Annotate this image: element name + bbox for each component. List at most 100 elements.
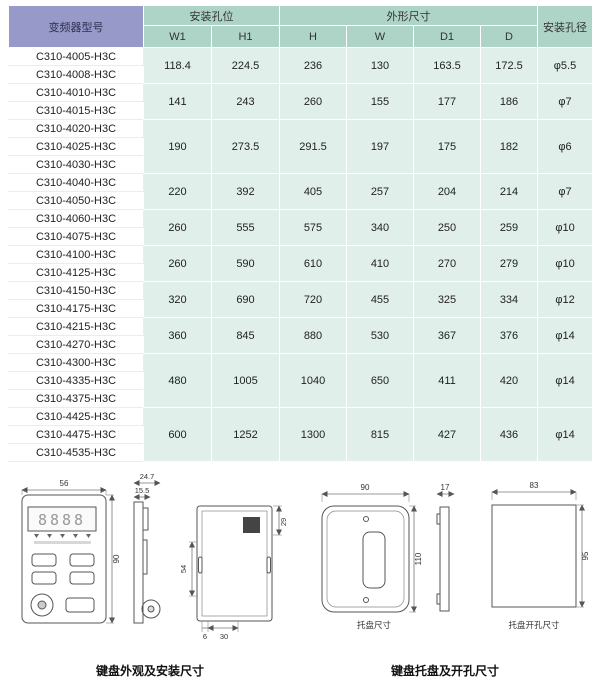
keypad-button xyxy=(31,553,57,567)
rj45-connector xyxy=(243,517,260,533)
w1-cell: 600 xyxy=(143,407,212,462)
tray-outer xyxy=(321,505,410,613)
w1-cell: 141 xyxy=(143,83,212,120)
dia-cell: φ10 xyxy=(537,209,593,246)
w1-cell: 190 xyxy=(143,119,212,174)
table-row: C310-4335-H3C xyxy=(8,371,593,390)
d-cell: 172.5 xyxy=(480,47,538,84)
w1-cell: 320 xyxy=(143,281,212,318)
dia-cell: φ10 xyxy=(537,245,593,282)
table-row: C310-4030-H3C xyxy=(8,155,593,174)
h-cell: 405 xyxy=(279,173,347,210)
tray-side-body xyxy=(439,506,450,612)
model-cell: C310-4475-H3C xyxy=(8,425,144,444)
table-row: C310-4008-H3C xyxy=(8,65,593,84)
w-cell: 155 xyxy=(346,83,414,120)
h1-cell: 392 xyxy=(211,173,280,210)
keypad-depth-total-dim: 24.7 xyxy=(140,472,155,481)
display-digits: 8888 xyxy=(38,511,86,529)
model-cell: C310-4215-H3C xyxy=(8,317,144,336)
tray-side-tab xyxy=(436,513,441,525)
keypad-height-dim: 90 xyxy=(112,554,121,563)
dimension-drawings: 56 8888 90 24.7 xyxy=(21,472,590,641)
h1-cell: 1005 xyxy=(211,353,280,408)
w1-cell: 118.4 xyxy=(143,47,212,84)
model-cell: C310-4425-H3C xyxy=(8,407,144,426)
cutout-label: 托盘开孔尺寸 xyxy=(508,620,560,630)
h-cell: 291.5 xyxy=(279,119,347,174)
header-hole-dia: 安装孔径 xyxy=(537,5,593,48)
keypad-button xyxy=(31,571,57,585)
w-cell: 650 xyxy=(346,353,414,408)
h-cell: 610 xyxy=(279,245,347,282)
w1-cell: 260 xyxy=(143,245,212,282)
d1-cell: 175 xyxy=(413,119,481,174)
tray-screw-hole xyxy=(363,516,369,522)
h-cell: 260 xyxy=(279,83,347,120)
table-row: C310-4075-H3C xyxy=(8,227,593,246)
tray-screw-hole xyxy=(363,597,369,603)
table-row: C310-4535-H3C xyxy=(8,443,593,462)
spec-table-head: 变频器型号 安装孔位 外形尺寸 安装孔径 W1 H1 H W D1 D xyxy=(8,5,593,48)
keypad-side-bezel xyxy=(142,507,149,531)
model-cell: C310-4300-H3C xyxy=(8,353,144,372)
header-outline: 外形尺寸 xyxy=(279,5,538,26)
rear-span-dim: 30 xyxy=(220,632,228,641)
cutout-width-dim: 83 xyxy=(530,481,539,490)
keypad-side-bezel xyxy=(142,539,148,575)
tray-inner-ring xyxy=(326,510,405,608)
tray-side-tab xyxy=(436,593,441,605)
header-model: 变频器型号 xyxy=(8,5,144,48)
d1-cell: 411 xyxy=(413,353,481,408)
d1-cell: 177 xyxy=(413,83,481,120)
d1-cell: 427 xyxy=(413,407,481,462)
d-cell: 182 xyxy=(480,119,538,174)
d1-cell: 367 xyxy=(413,317,481,354)
rear-top-dim: 29 xyxy=(279,518,288,526)
keypad-button xyxy=(69,553,95,567)
tray-window-slot xyxy=(362,531,386,589)
model-cell: C310-4015-H3C xyxy=(8,101,144,120)
h-cell: 720 xyxy=(279,281,347,318)
model-cell: C310-4025-H3C xyxy=(8,137,144,156)
dia-cell: φ12 xyxy=(537,281,593,318)
stop-button xyxy=(65,597,95,613)
model-cell: C310-4020-H3C xyxy=(8,119,144,138)
potentiometer-knob-center xyxy=(37,600,47,610)
d-cell: 420 xyxy=(480,353,538,408)
seven-segment-display xyxy=(27,506,97,532)
w-cell: 130 xyxy=(346,47,414,84)
w-cell: 410 xyxy=(346,245,414,282)
w-cell: 530 xyxy=(346,317,414,354)
header-mount-holes: 安装孔位 xyxy=(143,5,280,26)
model-cell: C310-4175-H3C xyxy=(8,299,144,318)
table-row: C310-4375-H3C xyxy=(8,389,593,408)
header-col-h: H xyxy=(279,25,347,48)
h1-cell: 690 xyxy=(211,281,280,318)
h1-cell: 224.5 xyxy=(211,47,280,84)
header-col-w: W xyxy=(346,25,414,48)
model-cell: C310-4060-H3C xyxy=(8,209,144,228)
screw-slot xyxy=(266,556,271,574)
indicator-labels xyxy=(34,541,91,544)
tray-depth-dim: 17 xyxy=(441,483,450,492)
model-cell: C310-4030-H3C xyxy=(8,155,144,174)
dia-cell: φ6 xyxy=(537,119,593,174)
header-col-h1: H1 xyxy=(211,25,280,48)
d-cell: 436 xyxy=(480,407,538,462)
h1-cell: 590 xyxy=(211,245,280,282)
spec-table: 变频器型号 安装孔位 外形尺寸 安装孔径 W1 H1 H W D1 D C310… xyxy=(8,5,593,462)
potentiometer-knob xyxy=(30,593,54,617)
w-cell: 455 xyxy=(346,281,414,318)
model-cell: C310-4535-H3C xyxy=(8,443,144,462)
keypad-width-dim: 56 xyxy=(60,479,69,488)
keypad-side-view: 24.7 15.5 xyxy=(133,472,161,624)
